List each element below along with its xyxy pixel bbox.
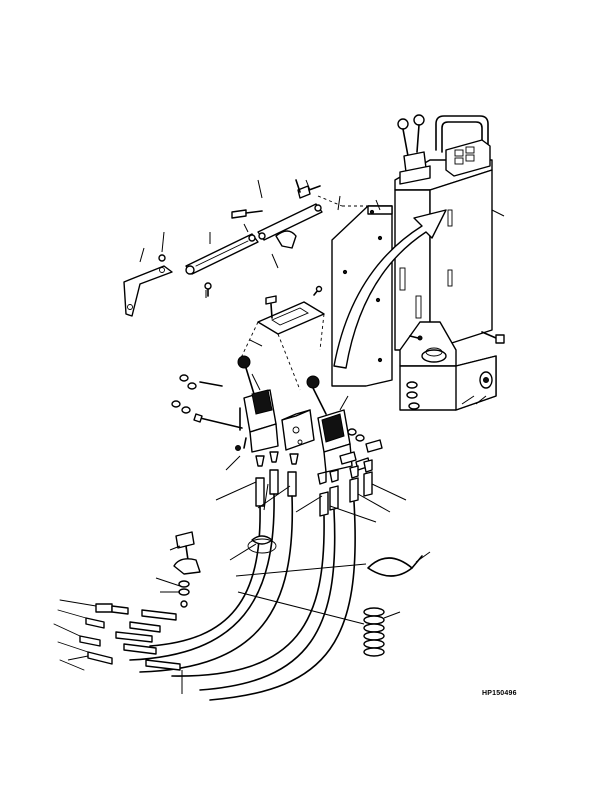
hydraulic-hoses	[53, 493, 356, 701]
cover-panel	[317, 195, 393, 387]
control-tower	[394, 114, 505, 411]
callout-leaders	[67, 179, 505, 694]
hydraulic-fittings	[255, 451, 373, 517]
loose-hardware	[173, 531, 423, 657]
mounting-plate	[239, 295, 325, 391]
coil-spring	[363, 607, 385, 657]
assembly-direction-arrow	[333, 209, 447, 369]
drawing-code-label: HP150496	[482, 690, 517, 697]
valve-assembly	[171, 355, 383, 473]
linkage-assembly	[123, 179, 323, 317]
